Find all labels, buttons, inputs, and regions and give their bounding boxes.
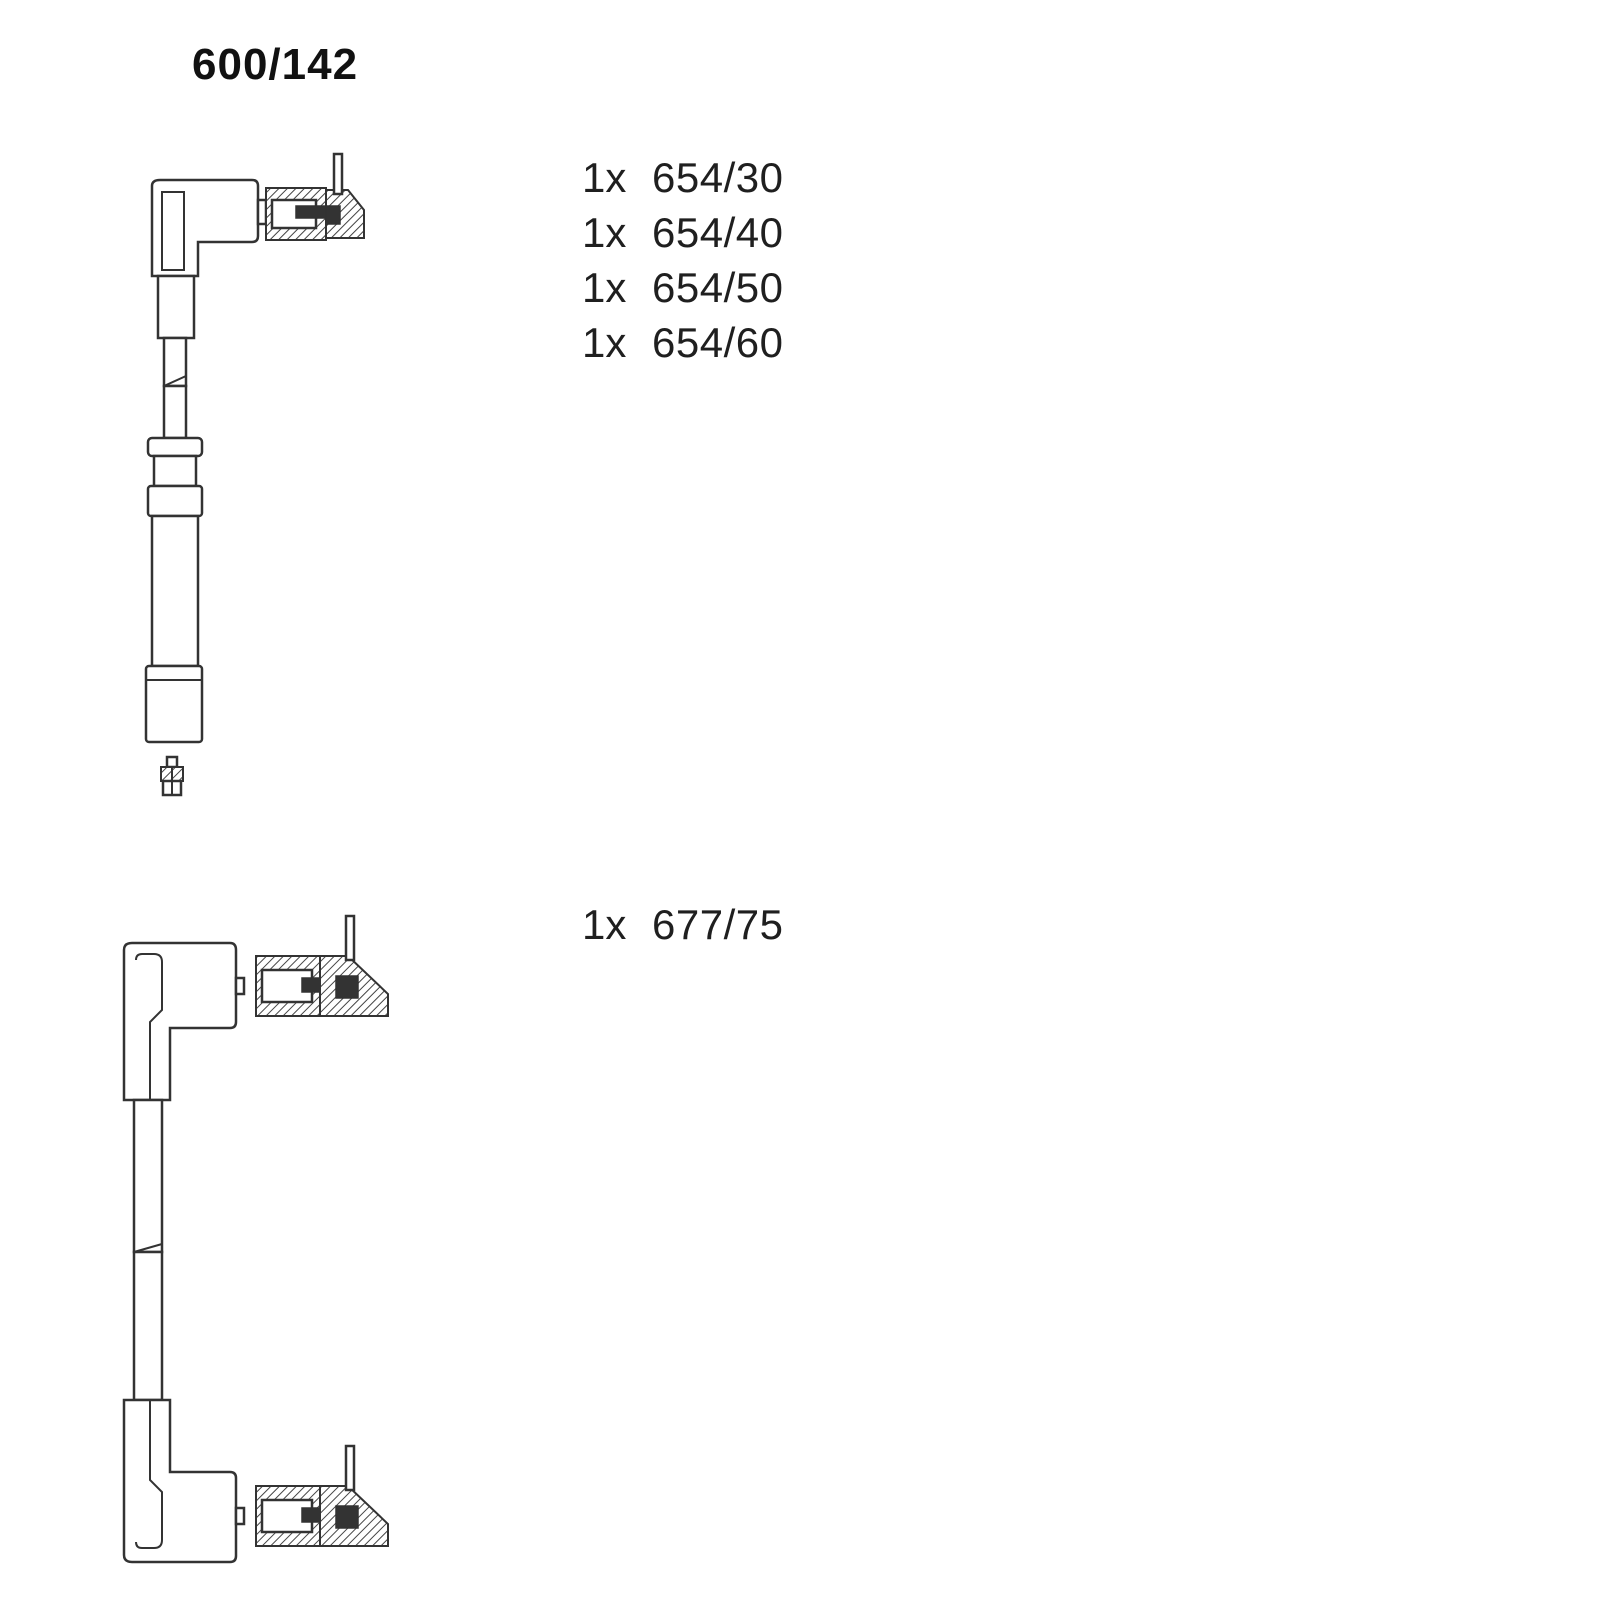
coil-lead-bottom-head <box>122 1398 238 1564</box>
part-quantity: 1x <box>582 209 627 256</box>
part-item: 1x 654/60 <box>582 315 783 370</box>
part-item: 1x 654/40 <box>582 205 783 260</box>
part-quantity: 1x <box>582 901 627 948</box>
lead-cable <box>156 274 196 440</box>
angled-boot <box>150 178 260 278</box>
coil-lead-cable <box>132 1098 164 1402</box>
part-code: 654/30 <box>652 154 784 201</box>
part-quantity: 1x <box>582 154 627 201</box>
kit-number-title: 600/142 <box>192 40 359 89</box>
coil-lead-top-head <box>122 941 238 1102</box>
plug-boot-end <box>144 664 204 744</box>
part-code: 677/75 <box>652 901 784 948</box>
part-quantity: 1x <box>582 264 627 311</box>
part-code: 654/40 <box>652 209 784 256</box>
plug-terminal <box>160 755 184 797</box>
lead-sleeve <box>150 514 200 668</box>
parts-list-group-1: 1x 654/30 1x 654/40 1x 654/50 1x 654/60 <box>582 150 783 370</box>
top-connector <box>256 152 365 241</box>
parts-list-group-2: 1x 677/75 <box>582 897 783 952</box>
part-item: 1x 677/75 <box>582 897 783 952</box>
spark-plug-lead-drawing <box>144 152 365 797</box>
part-item: 1x 654/50 <box>582 260 783 315</box>
coil-lead-drawing <box>122 914 389 1564</box>
lead-collar <box>146 436 204 518</box>
part-quantity: 1x <box>582 319 627 366</box>
coil-lead-bottom-connector <box>234 1444 389 1547</box>
part-item: 1x 654/30 <box>582 150 783 205</box>
part-code: 654/50 <box>652 264 784 311</box>
part-code: 654/60 <box>652 319 784 366</box>
coil-lead-top-connector <box>234 914 389 1017</box>
